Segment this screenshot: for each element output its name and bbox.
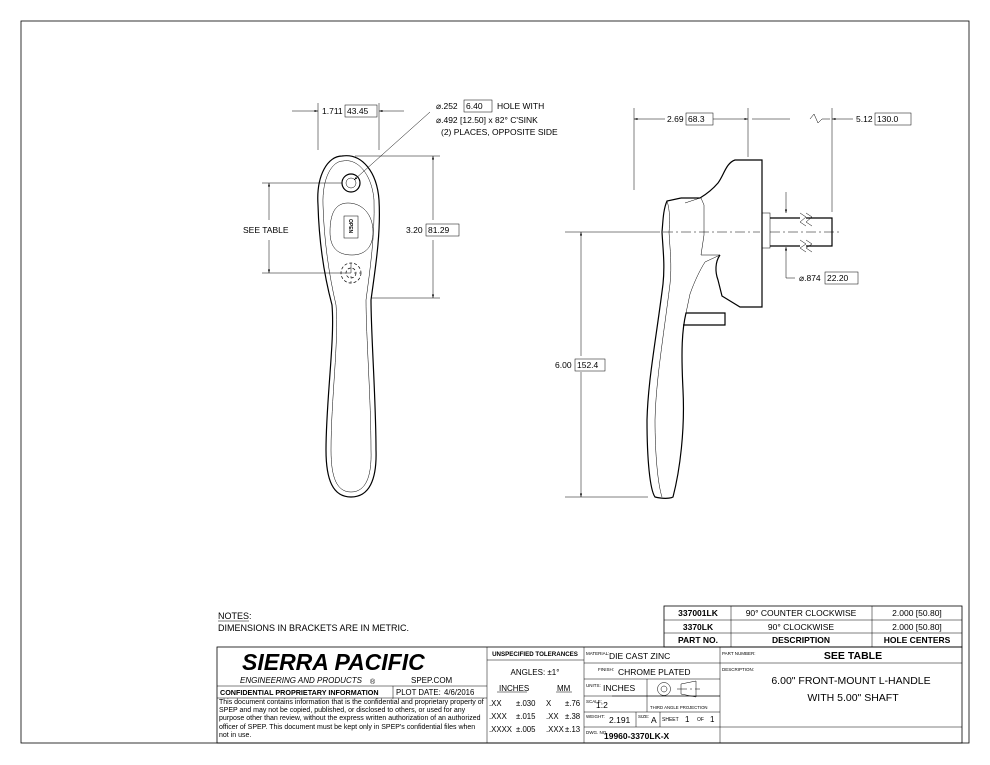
dim-320-mm: 81.29	[428, 225, 450, 235]
notes-heading: NOTES:	[218, 611, 252, 621]
website: SPEP.COM	[411, 676, 453, 685]
notes-line: DIMENSIONS IN BRACKETS ARE IN METRIC.	[218, 623, 409, 633]
table-row-part: 337001LK	[678, 608, 719, 618]
see-table-label: SEE TABLE	[243, 225, 289, 235]
tol-mm-val: ±.76	[565, 699, 580, 708]
hole-callout-1-mm: 6.40	[466, 101, 483, 111]
table-header-part: PART NO.	[678, 635, 718, 645]
table-header-desc: DESCRIPTION	[772, 635, 830, 645]
finish-label: FINISH:	[598, 667, 614, 672]
tol-inch-val: ±.005	[516, 725, 536, 734]
tolerances-heading: UNSPECIFIED TOLERANCES	[492, 651, 578, 658]
dim-269-mm: 68.3	[688, 114, 705, 124]
scale-label: SCALE:	[586, 699, 602, 704]
dim-1711: 1.711	[322, 106, 343, 116]
description-line-2: WITH 5.00" SHAFT	[807, 692, 899, 704]
title-block	[216, 646, 963, 744]
dwg-label: DWG. NO.	[586, 730, 608, 735]
tol-mm-key: X	[546, 699, 552, 708]
inches-header: INCHES	[499, 684, 529, 693]
registered-mark: ®	[370, 678, 376, 686]
of-label: OF	[697, 717, 704, 723]
tol-inch-key: .XXXX	[489, 725, 513, 734]
weight-value: 2.191	[609, 715, 631, 725]
dwg-number: 19960-3370LK-X	[604, 731, 670, 741]
dim-600-mm: 152.4	[577, 360, 599, 370]
dim-512-mm: 130.0	[877, 114, 899, 124]
mm-header: MM	[557, 684, 571, 693]
dim-600: 6.00	[555, 360, 572, 370]
units-label: UNITS:	[586, 683, 601, 688]
front-view: OPEN	[262, 103, 440, 498]
table-row-holes: 2.000 [50.80]	[892, 608, 942, 618]
confidential-text: This document contains information that …	[219, 699, 484, 739]
tol-inch-key: .XXX	[489, 712, 508, 721]
table-row-desc: 90° COUNTER CLOCKWISE	[746, 608, 857, 618]
part-number-label: PART NUMBER:	[722, 651, 756, 656]
company-name: SIERRA PACIFIC	[242, 649, 425, 675]
size-label: SIZE:	[638, 714, 649, 719]
hole-callout-3: (2) PLACES, OPPOSITE SIDE	[441, 127, 558, 137]
dim-1711-mm: 43.45	[347, 106, 369, 116]
projection-circle-icon	[657, 682, 671, 696]
dim-512: 5.12	[856, 114, 873, 124]
tol-inch-key: .XX	[489, 699, 502, 708]
tol-mm-key: .XX	[546, 712, 559, 721]
plot-label: PLOT DATE:	[396, 688, 441, 697]
side-view	[565, 108, 853, 499]
confidential-heading: CONFIDENTIAL PROPRIETARY INFORMATION	[220, 688, 379, 697]
description-label: DESCRIPTION:	[722, 667, 754, 672]
sheet-label: SHEET	[662, 717, 679, 723]
hole-callout-1-suffix: HOLE WITH	[497, 101, 544, 111]
dim-874-mm: 22.20	[827, 273, 849, 283]
scale-value: 1:2	[596, 700, 608, 710]
weight-label: WEIGHT:	[586, 714, 605, 719]
tol-mm-val: ±.38	[565, 712, 580, 721]
dim-874: ⌀.874	[799, 273, 821, 283]
finish-value: CHROME PLATED	[618, 667, 691, 677]
angles-tolerance: ANGLES: ±1°	[511, 668, 560, 677]
table-row-desc: 90° CLOCKWISE	[768, 622, 835, 632]
hole-callout-1: ⌀.252	[436, 101, 458, 111]
size-value: A	[651, 715, 657, 725]
tol-mm-val: ±.13	[565, 725, 580, 734]
description-line-1: 6.00" FRONT-MOUNT L-HANDLE	[771, 675, 930, 687]
open-badge: OPEN	[347, 219, 353, 234]
material-label: MATERIAL:	[586, 651, 609, 656]
sheet-value: 1	[685, 715, 690, 724]
tol-mm-key: .XXX	[546, 725, 565, 734]
part-number-value: SEE TABLE	[824, 650, 882, 662]
of-value: 1	[710, 715, 715, 724]
material-value: DIE CAST ZINC	[609, 651, 670, 661]
dim-269: 2.69	[667, 114, 684, 124]
hole-callout-2: ⌀.492 [12.50] x 82° C'SINK	[436, 115, 538, 125]
plot-date: 4/6/2016	[444, 688, 474, 697]
projection-cone-icon	[680, 680, 697, 698]
units-value: INCHES	[603, 683, 635, 693]
dim-320: 3.20	[406, 225, 423, 235]
tol-inch-val: ±.030	[516, 699, 536, 708]
company-sub: ENGINEERING AND PRODUCTS	[240, 676, 363, 685]
table-row-holes: 2.000 [50.80]	[892, 622, 942, 632]
table-row-part: 3370LK	[683, 622, 714, 632]
tol-inch-val: ±.015	[516, 712, 536, 721]
projection-label: THIRD ANGLE PROJECTION	[650, 705, 708, 710]
table-header-holes: HOLE CENTERS	[884, 635, 951, 645]
